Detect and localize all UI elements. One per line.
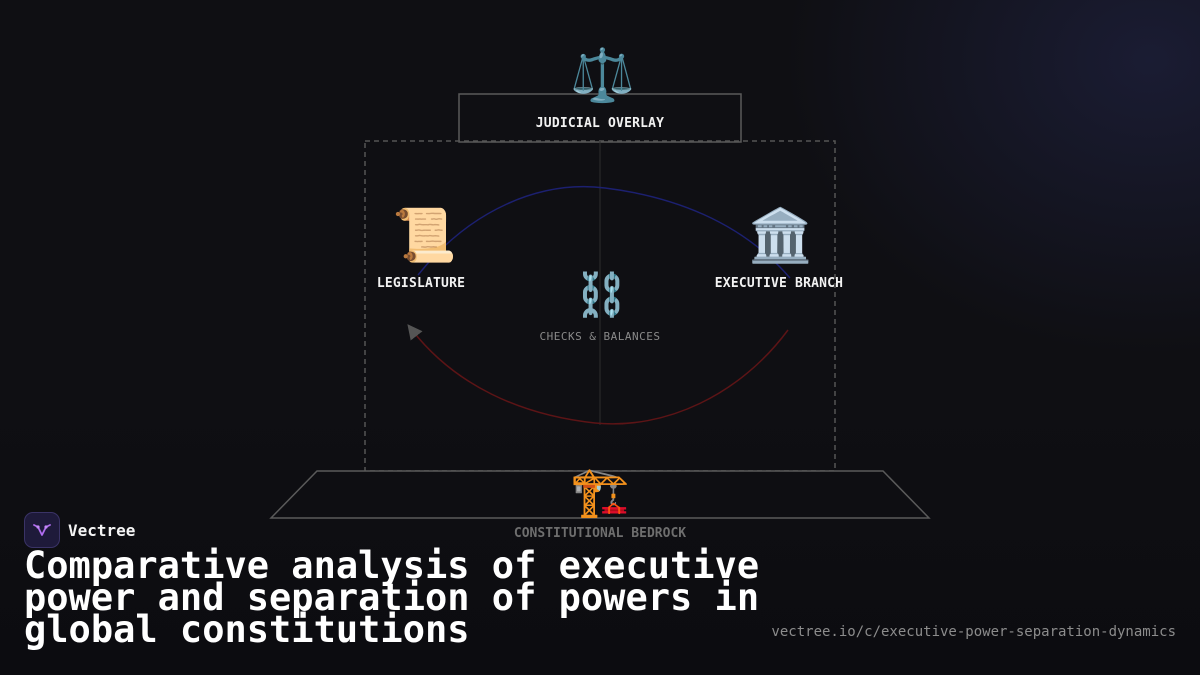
classical-building-icon: 🏛️: [748, 206, 813, 266]
bedrock-base: [269, 470, 931, 519]
scales-icon: ⚖️: [570, 46, 635, 106]
executive-branch-label: EXECUTIVE BRANCH: [714, 276, 844, 291]
checks-balances-label: CHECKS & BALANCES: [539, 330, 661, 343]
construction-crane-icon: 🏗️: [570, 464, 630, 520]
vectree-logo-icon: [24, 512, 60, 548]
upper-arc: [417, 186, 791, 279]
legislature-label: LEGISLATURE: [376, 276, 466, 291]
judicial-overlay-label: JUDICIAL OVERLAY: [535, 116, 665, 131]
source-url[interactable]: vectree.io/c/executive-power-separation-…: [771, 624, 1176, 640]
brand-name: Vectree: [68, 520, 136, 540]
constitutional-bedrock-label: CONSTITUTIONAL BEDROCK: [513, 526, 687, 541]
brand: Vectree: [24, 512, 135, 548]
scroll-icon: 📜: [392, 206, 457, 266]
lower-arc: [407, 324, 789, 425]
page-title: Comparative analysis of executive power …: [24, 544, 760, 651]
chains-icon: ⛓️: [575, 270, 628, 319]
